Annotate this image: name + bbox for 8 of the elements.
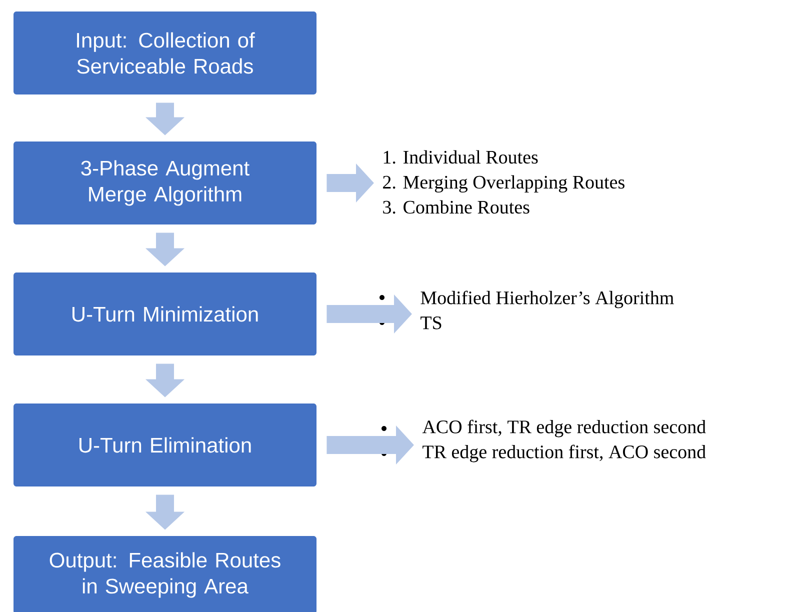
text-list: ACO first, TR edge reduction second TR edge reduction first, ACO second bbox=[422, 420, 706, 462]
process-box: Output: Feasible Routes in Sweeping Area bbox=[14, 536, 316, 612]
text-list: 1. Individual Routes 2. Merging Overlapping Routes 3. Combine Routes bbox=[383, 150, 624, 214]
text-list: Modified Hierholzer’s Algorithm TS bbox=[420, 290, 674, 330]
process-box: Input: Collection of Serviceable Roads bbox=[14, 12, 316, 94]
process-box: 3-Phase Augment Merge Algorithm bbox=[14, 142, 316, 224]
process-box: U-Turn Elimination bbox=[14, 404, 316, 486]
process-box: U-Turn Minimization bbox=[14, 272, 316, 356]
